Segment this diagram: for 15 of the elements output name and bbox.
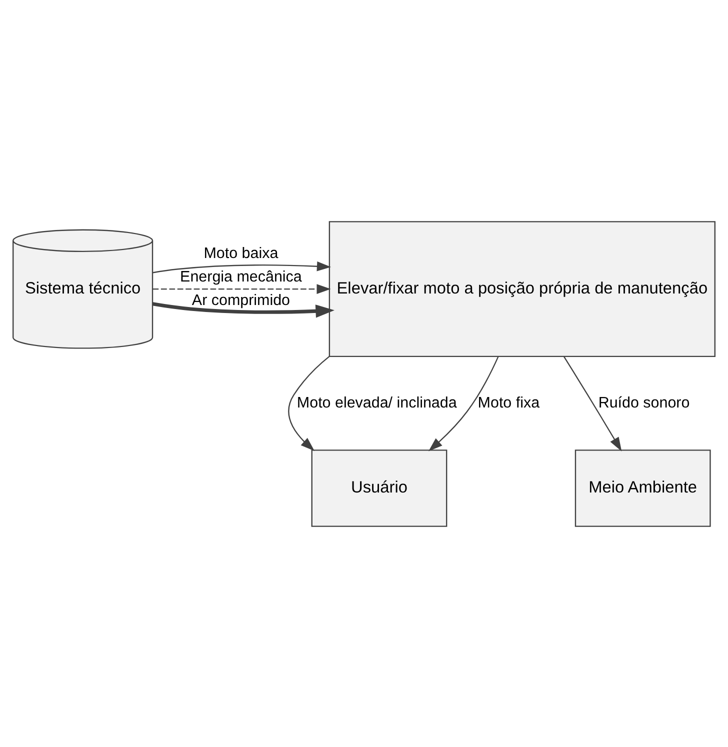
- arrow: [564, 356, 622, 451]
- edge-label: Energia mecânica: [180, 268, 302, 285]
- edge-label: Ar comprimido: [192, 291, 290, 308]
- edge-label: Moto fixa: [478, 394, 540, 411]
- arrow: [152, 260, 332, 273]
- arrow: [288, 355, 330, 450]
- node-box: Usuário: [311, 449, 448, 526]
- node-box: Meio Ambiente: [574, 449, 711, 526]
- arrow: [152, 284, 331, 294]
- arrow: [428, 356, 499, 451]
- arrow: [152, 302, 334, 318]
- edge-label: Moto baixa: [204, 244, 278, 262]
- node-box: Elevar/fixar moto a posição própria de manutenção: [328, 220, 716, 356]
- edge-label: Moto elevada/ inclinada: [296, 394, 457, 411]
- edge-label: Ruído sonoro: [598, 394, 690, 411]
